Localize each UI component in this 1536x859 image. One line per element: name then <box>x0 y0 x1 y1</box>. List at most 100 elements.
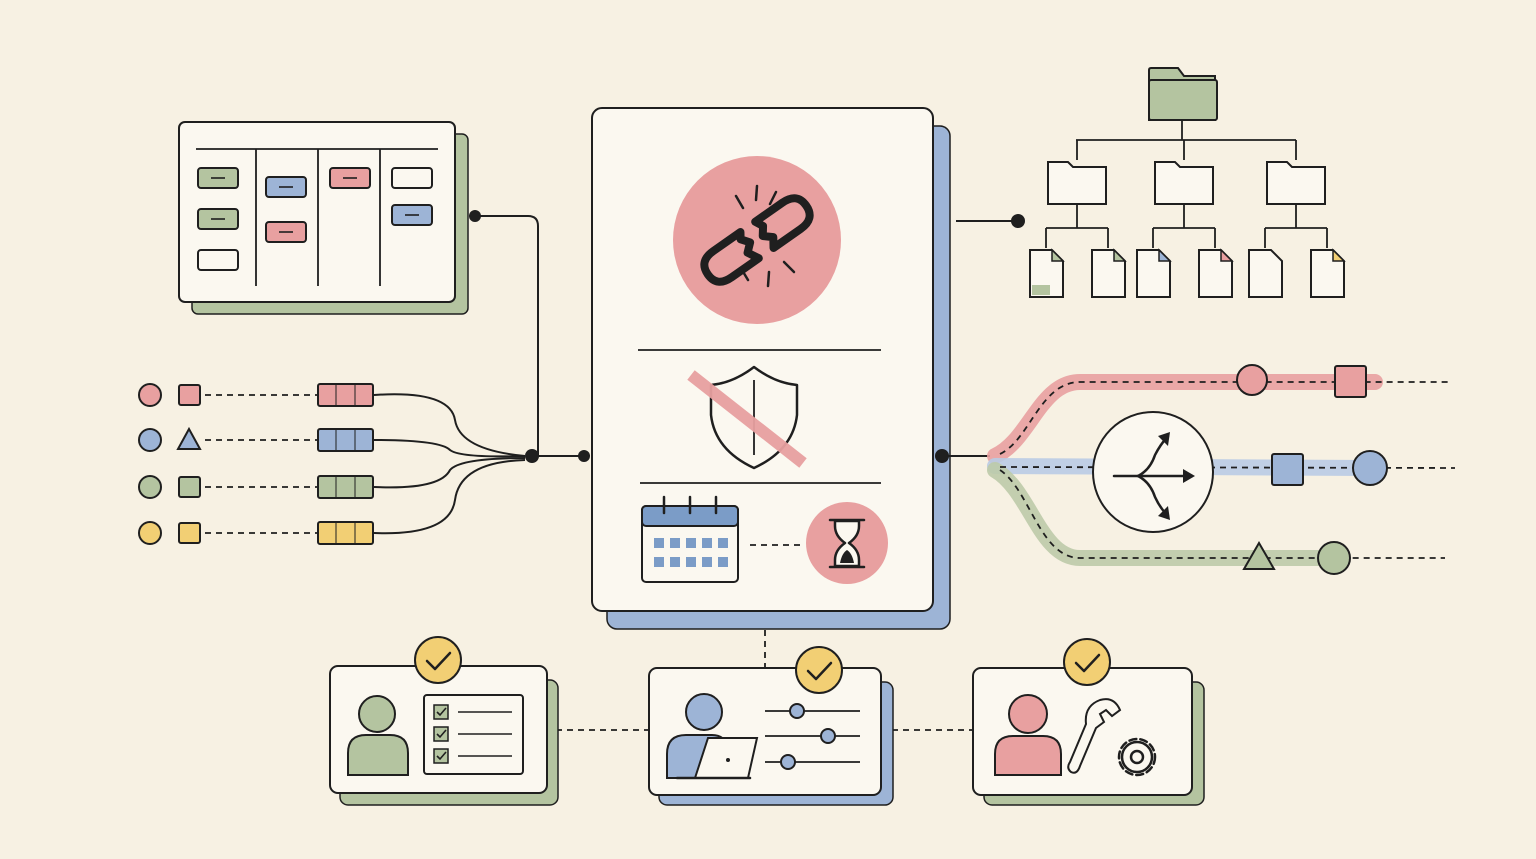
persona-card-sliders <box>648 646 894 806</box>
legend-circle <box>138 383 162 407</box>
kanban-board <box>178 121 469 315</box>
checklist-tick <box>436 729 447 739</box>
slider-knob <box>820 728 836 744</box>
person-body <box>994 735 1062 776</box>
legend-bar <box>317 428 374 452</box>
stream-marker-triangle <box>1242 540 1276 570</box>
calendar-icon <box>641 495 739 583</box>
stream-marker-circle <box>1236 364 1268 396</box>
wrench-icon <box>1067 698 1122 774</box>
sliders-icon <box>765 703 860 770</box>
checklist-box <box>433 704 449 720</box>
slider-knob <box>789 703 805 719</box>
person-head <box>1008 694 1048 734</box>
stream-marker-square <box>1271 453 1304 486</box>
check-badge <box>414 636 462 684</box>
stream-red-dash <box>999 381 1450 455</box>
checklist-box <box>433 726 449 742</box>
check-mark <box>1074 653 1101 673</box>
kanban-connector-node <box>469 210 481 222</box>
folder-icon <box>1148 67 1218 121</box>
center-input-node <box>578 450 590 462</box>
legend-square <box>178 522 201 544</box>
legend-square <box>178 476 201 498</box>
legend-bar <box>317 475 374 499</box>
calendar-day-cell <box>670 538 680 548</box>
streams <box>935 364 1456 575</box>
broken-link-left-half <box>700 228 763 286</box>
legend-rows <box>138 383 526 545</box>
file-corner <box>1113 248 1127 262</box>
hierarchy-connector-node <box>1011 214 1025 228</box>
checklist-rows <box>433 704 512 764</box>
wrench-shape <box>1067 698 1122 774</box>
calendar-day-cell <box>702 557 712 567</box>
checkmark-badge-icon <box>795 646 843 694</box>
laptop-icon <box>675 737 759 780</box>
legend-bar <box>317 383 374 407</box>
checkmark-badge-icon <box>414 636 462 684</box>
calendar-day-cell <box>686 538 696 548</box>
check-mark <box>806 661 833 681</box>
file-corner <box>1332 248 1346 262</box>
calendar-day-cell <box>654 538 664 548</box>
checklist-tick <box>436 751 447 761</box>
switch-arrowhead <box>1158 506 1170 520</box>
stream-marker-square <box>1334 365 1367 398</box>
gear-hole <box>1129 749 1145 765</box>
hourglass-sand <box>840 550 854 563</box>
legend-circle <box>138 521 162 545</box>
stream-marker-circle <box>1317 541 1351 575</box>
calendar-cells <box>654 538 728 567</box>
folder-hierarchy <box>1029 67 1346 298</box>
kanban-card <box>197 249 239 271</box>
persona-card-tools <box>972 638 1205 806</box>
legend-connector <box>373 459 526 535</box>
laptop-logo <box>726 758 730 762</box>
tree-branches <box>1029 140 1346 298</box>
hourglass-glass <box>833 519 861 568</box>
legend-circle <box>138 475 162 499</box>
shield-crossed-out-icon <box>687 365 807 470</box>
person-body <box>347 734 409 776</box>
shield-strike <box>687 370 807 468</box>
calendar-day-cell <box>654 557 664 567</box>
legend-square <box>178 384 201 406</box>
subfolder-icon <box>1047 161 1107 205</box>
gear-icon <box>1117 737 1157 777</box>
file-icon <box>1248 249 1283 298</box>
central-document <box>591 107 951 630</box>
branch-arrows-icon <box>1092 411 1214 533</box>
slider-knob <box>780 754 796 770</box>
root-folder-front <box>1148 79 1218 121</box>
hourglass-icon <box>806 502 888 584</box>
person-head <box>685 693 723 731</box>
switch-arrowhead <box>1158 432 1170 446</box>
legend-connector <box>373 457 526 489</box>
legend-connector <box>373 439 526 458</box>
check-mark <box>425 651 452 671</box>
stream-green-dash <box>999 469 1445 559</box>
stream-marker-circle <box>1352 450 1388 486</box>
switch-circle <box>1092 411 1214 533</box>
broken-link-badge <box>673 156 841 324</box>
spark-line <box>782 260 796 274</box>
subfolder-icon <box>1266 161 1326 205</box>
kanban-board-panel <box>178 121 456 303</box>
spark-line <box>768 190 778 206</box>
spark-line <box>740 268 750 282</box>
calendar-day-cell <box>718 557 728 567</box>
broken-link-icon <box>673 156 841 324</box>
checklist-tick <box>436 707 447 717</box>
kanban-connector <box>475 215 539 456</box>
legend-triangle <box>176 426 202 450</box>
file-corner <box>1051 248 1065 262</box>
kanban-card <box>391 167 433 189</box>
file-corner <box>1220 248 1234 262</box>
broken-link-right-half <box>751 194 814 252</box>
spark-line <box>734 194 745 210</box>
calendar-day-cell <box>670 557 680 567</box>
calendar-day-cell <box>702 538 712 548</box>
spark-line <box>766 270 771 288</box>
